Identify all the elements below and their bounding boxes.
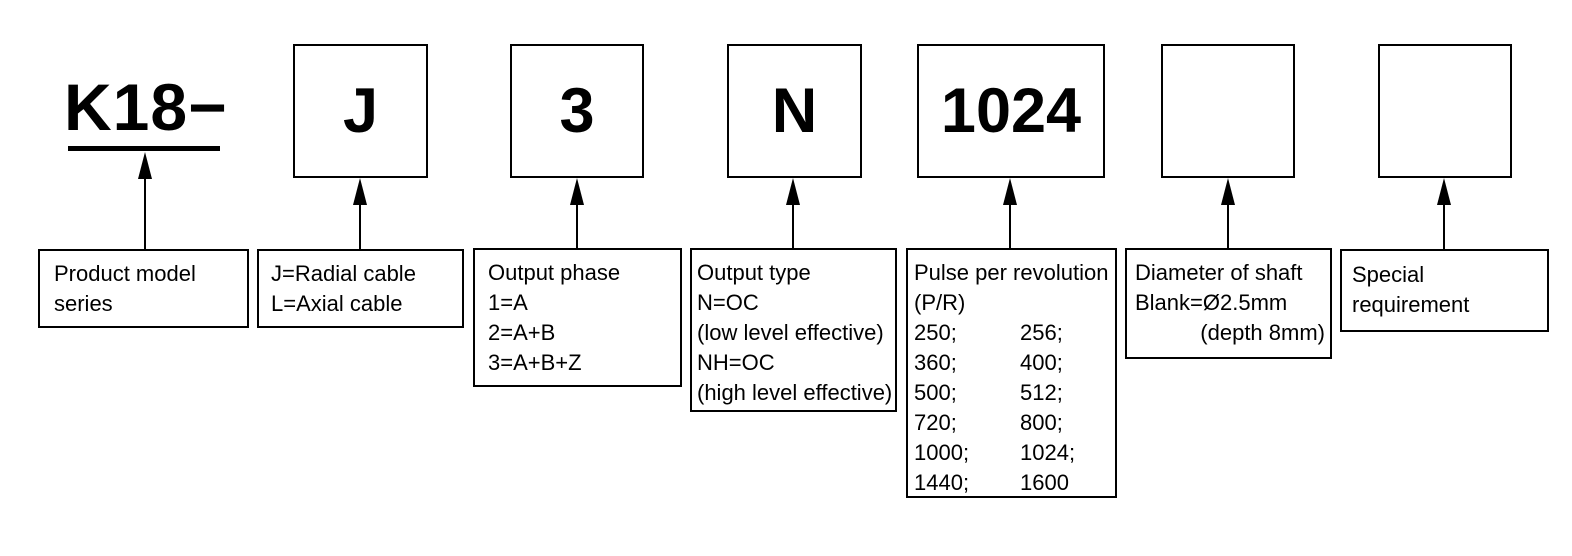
ppr-value: 400; xyxy=(1020,350,1063,375)
desc-line: (high level effective) xyxy=(697,380,893,405)
code-box-ppr: 1024 xyxy=(917,44,1105,178)
ppr-value: 250; xyxy=(914,320,957,345)
ppr-row: 250; 256; xyxy=(914,318,1113,348)
code-box-special xyxy=(1378,44,1512,178)
desc-box-series: Product model series xyxy=(38,249,249,328)
ppr-value: 1440; xyxy=(914,470,970,495)
ppr-value: 256; xyxy=(1020,320,1063,345)
arrow-up-icon-output xyxy=(786,178,800,249)
arrowhead-icon xyxy=(786,178,800,205)
ppr-row: 360; 400; xyxy=(914,348,1113,378)
arrow-stem xyxy=(1443,205,1445,249)
arrow-up-icon-cable xyxy=(353,178,367,249)
ppr-value: 512; xyxy=(1020,380,1063,405)
desc-line: Diameter of shaft xyxy=(1135,260,1303,285)
desc-line: Output phase xyxy=(488,260,621,285)
desc-line: requirement xyxy=(1352,292,1470,317)
arrow-stem xyxy=(144,179,146,249)
desc-line: NH=OC xyxy=(697,350,775,375)
desc-box-shaft: Diameter of shaft Blank=Ø2.5mm (depth 8m… xyxy=(1125,248,1332,359)
arrow-up-icon-special xyxy=(1437,178,1451,249)
model-prefix-label: K18− xyxy=(64,70,228,144)
code-phase-value: 3 xyxy=(559,75,595,146)
desc-box-phase: Output phase 1=A 2=A+B 3=A+B+Z xyxy=(473,248,682,387)
desc-line: 2=A+B xyxy=(488,320,556,345)
model-prefix-underline xyxy=(68,146,220,151)
ppr-value: 1600 xyxy=(1020,470,1069,495)
ppr-row: 500; 512; xyxy=(914,378,1113,408)
arrow-up-icon-ppr xyxy=(1003,178,1017,249)
ppr-value: 360; xyxy=(914,350,957,375)
code-box-cable: J xyxy=(293,44,428,178)
desc-line: Product model xyxy=(54,261,196,286)
code-box-output: N xyxy=(727,44,862,178)
arrowhead-icon xyxy=(1003,178,1017,205)
arrowhead-icon xyxy=(138,152,152,179)
ppr-value: 800; xyxy=(1020,410,1063,435)
arrow-stem xyxy=(576,205,578,249)
desc-box-cable: J=Radial cable L=Axial cable xyxy=(257,249,464,328)
ppr-value: 1024; xyxy=(1020,440,1076,465)
desc-line: Pulse per revolution xyxy=(914,260,1109,285)
arrow-stem xyxy=(359,205,361,249)
desc-line: (depth 8mm) xyxy=(1200,320,1325,345)
code-output-value: N xyxy=(771,75,818,146)
ppr-row: 1000; 1024; xyxy=(914,438,1113,468)
ppr-row: 1440; 1600 xyxy=(914,468,1113,496)
desc-line: 1=A xyxy=(488,290,528,315)
desc-line: series xyxy=(54,291,113,316)
arrowhead-icon xyxy=(1221,178,1235,205)
arrow-up-icon-series xyxy=(138,152,152,249)
desc-line: Special xyxy=(1352,262,1425,287)
arrowhead-icon xyxy=(570,178,584,205)
arrow-stem xyxy=(1009,205,1011,249)
arrow-stem xyxy=(1227,205,1229,249)
desc-line: N=OC xyxy=(697,290,759,315)
desc-line: L=Axial cable xyxy=(271,291,403,316)
desc-line: (low level effective) xyxy=(697,320,884,345)
desc-box-ppr: Pulse per revolution (P/R) 250; 256; 360… xyxy=(906,248,1117,498)
ppr-row: 720; 800; xyxy=(914,408,1113,438)
ppr-value: 500; xyxy=(914,380,957,405)
desc-box-special: Special requirement xyxy=(1340,249,1549,332)
code-box-shaft xyxy=(1161,44,1295,178)
desc-line: 3=A+B+Z xyxy=(488,350,582,375)
arrow-up-icon-shaft xyxy=(1221,178,1235,249)
arrow-stem xyxy=(792,205,794,249)
code-cable-value: J xyxy=(342,75,379,146)
desc-box-output: Output type N=OC (low level effective) N… xyxy=(690,248,897,412)
desc-line: Blank=Ø2.5mm xyxy=(1135,290,1288,315)
code-box-phase: 3 xyxy=(510,44,644,178)
ppr-value: 1000; xyxy=(914,440,970,465)
desc-line: J=Radial cable xyxy=(271,261,416,286)
arrow-up-icon-phase xyxy=(570,178,584,249)
code-ppr-value: 1024 xyxy=(940,75,1082,146)
arrowhead-icon xyxy=(1437,178,1451,205)
desc-line: Output type xyxy=(697,260,811,285)
arrowhead-icon xyxy=(353,178,367,205)
ppr-value: 720; xyxy=(914,410,957,435)
desc-line: (P/R) xyxy=(914,290,966,315)
